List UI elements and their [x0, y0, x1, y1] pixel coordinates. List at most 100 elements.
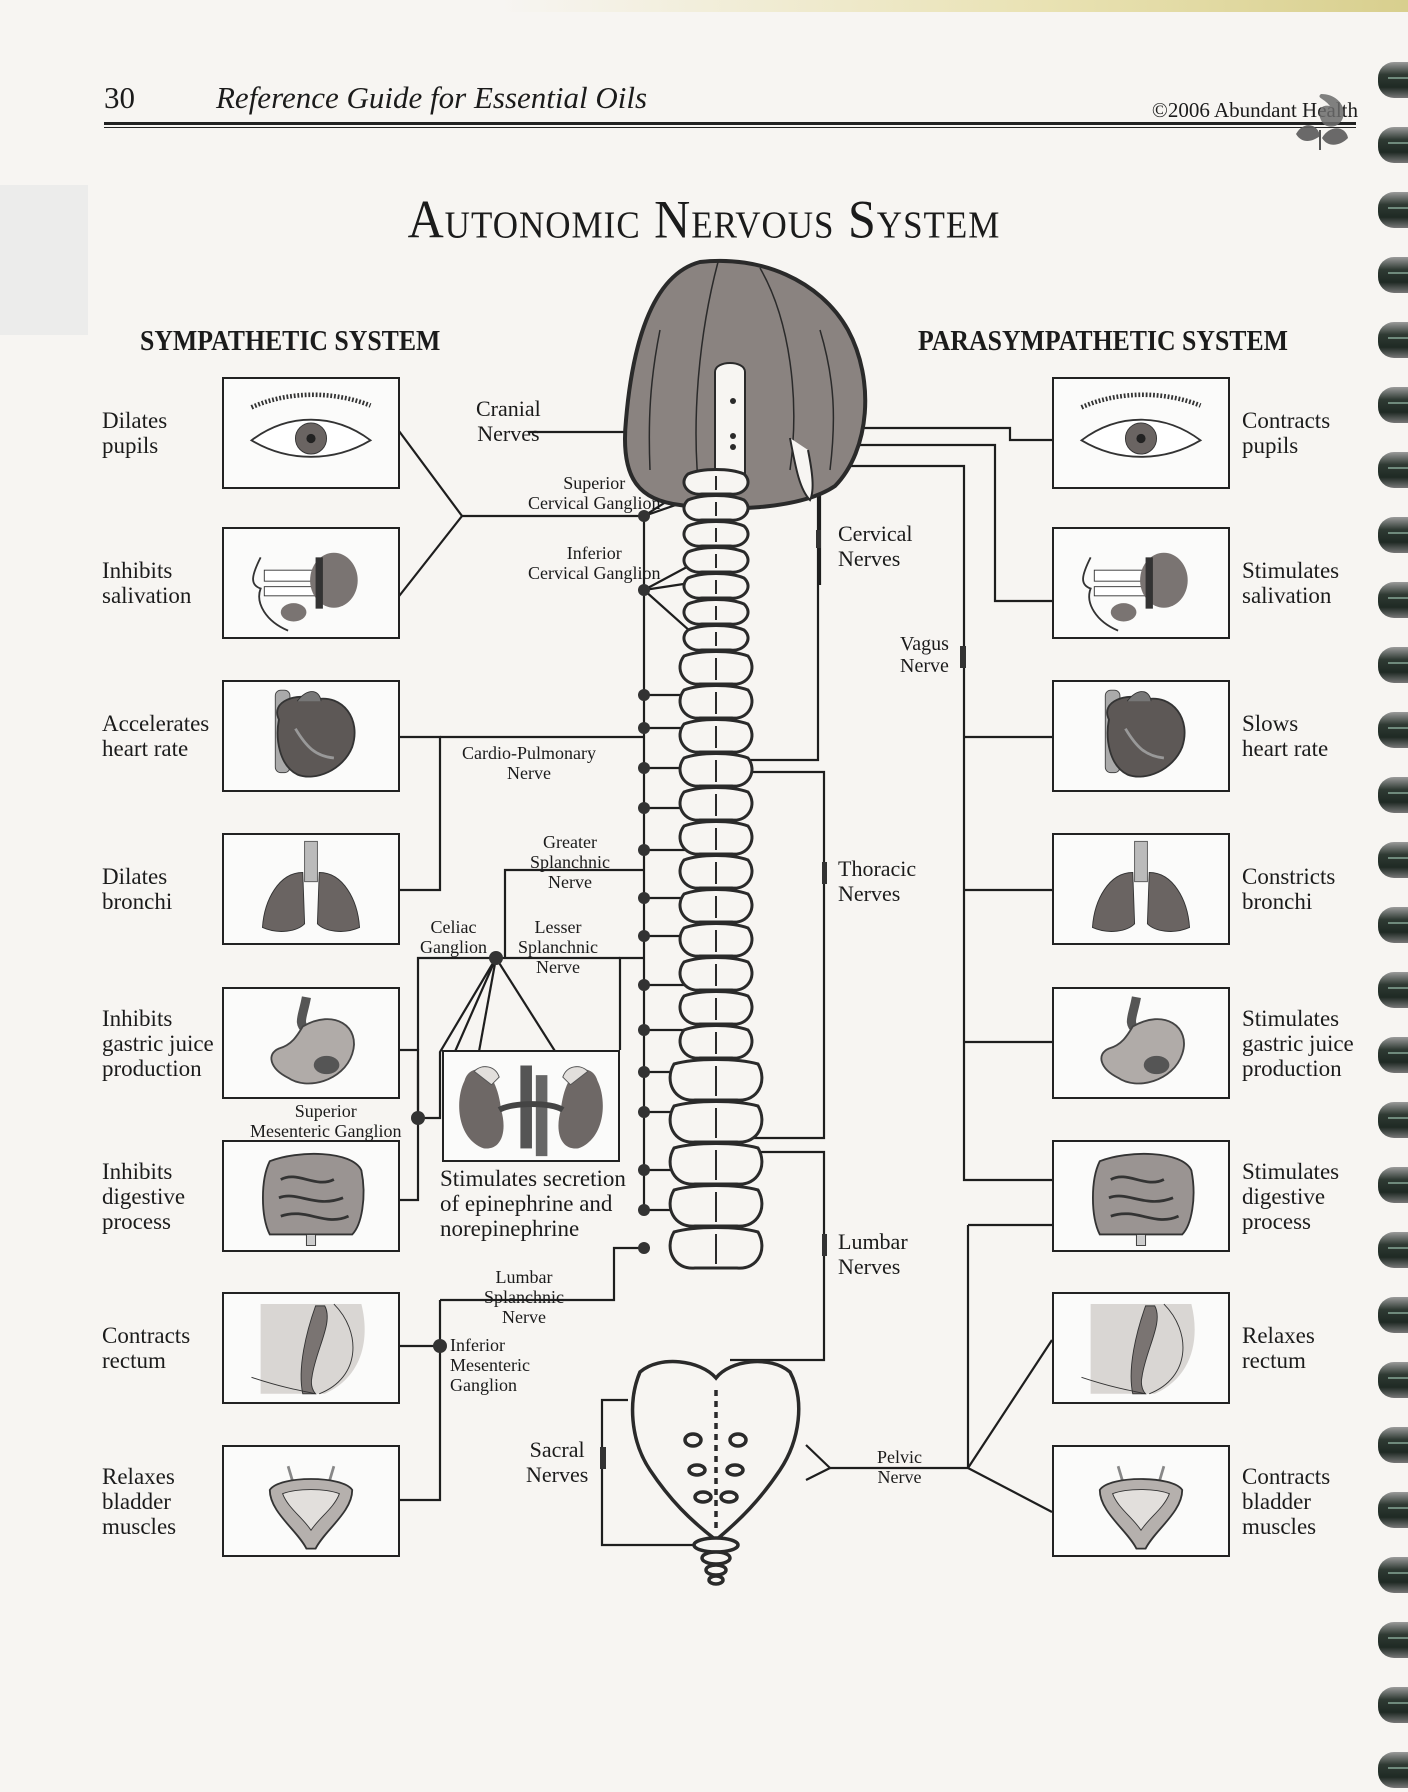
effect-label-line: pupils	[1242, 433, 1299, 458]
sym-effect-box-3	[222, 833, 400, 945]
effect-label-line: Contracts	[102, 1323, 191, 1348]
adrenal-effect-label: Stimulates secretion of epinephrine and …	[440, 1166, 626, 1241]
para-effect-box-5	[1052, 1140, 1230, 1252]
binding-coil	[1378, 1687, 1408, 1723]
sym-effect-box-5	[222, 1140, 400, 1252]
heart-icon	[1104, 689, 1186, 778]
effect-label-line: bladder	[102, 1488, 171, 1514]
binding-coil	[1378, 1232, 1408, 1268]
para-effect-box-0	[1052, 377, 1230, 489]
sym-effect-box-1	[222, 527, 400, 639]
eye-icon	[1079, 392, 1203, 458]
effect-label-line: bronchi	[1242, 889, 1313, 914]
effect-label-line: Accelerates	[102, 711, 210, 736]
bladder-icon	[268, 1465, 354, 1550]
parasympathetic-heading: PARASYMPATHETIC SYSTEM	[918, 326, 1288, 357]
para-effect-box-3	[1052, 833, 1230, 945]
heart-icon	[274, 689, 356, 778]
binding-coil	[1378, 1622, 1408, 1658]
effect-label-line: Slows	[1242, 711, 1299, 736]
binding-coil	[1378, 582, 1408, 618]
sym-effect-box-4	[222, 987, 400, 1099]
effect-label-line: digestive	[102, 1183, 186, 1209]
binding-coil	[1378, 62, 1408, 98]
binding-coil	[1378, 647, 1408, 683]
binding-coil	[1378, 387, 1408, 423]
page-edge-stain	[500, 0, 1408, 12]
binding-coil	[1378, 192, 1408, 228]
effect-label-line: Stimulates	[1242, 1005, 1340, 1031]
spinal-column-icon	[668, 468, 764, 1270]
effect-label-line: bladder	[1242, 1488, 1311, 1514]
binding-coil	[1378, 777, 1408, 813]
para-effect-box-2	[1052, 680, 1230, 792]
page-title: Autonomic Nervous System	[407, 188, 1001, 250]
rectum-icon	[251, 1303, 365, 1395]
binding-coil	[1378, 1037, 1408, 1073]
eye-icon	[249, 392, 373, 458]
sacrum-icon	[630, 1359, 801, 1586]
stomach-icon	[1100, 996, 1185, 1085]
binding-coil	[1378, 1102, 1408, 1138]
page-number: 30	[104, 80, 135, 115]
effect-label-line: heart rate	[1242, 736, 1329, 761]
binding-coil	[1378, 1427, 1408, 1463]
binding-coil	[1378, 517, 1408, 553]
lungs-icon	[1091, 840, 1191, 932]
effect-label-line: heart rate	[102, 736, 189, 761]
mouth-salivary-gland-icon	[252, 552, 358, 632]
effect-label-line: process	[102, 1208, 171, 1234]
effect-label-line: Dilates	[102, 864, 168, 889]
sym-effect-box-6	[222, 1292, 400, 1404]
binding-coil	[1378, 972, 1408, 1008]
binding-coil	[1378, 1362, 1408, 1398]
book-title: Reference Guide for Essential Oils	[216, 80, 648, 115]
binding-coil	[1378, 1557, 1408, 1593]
effect-label-line: gastric juice	[102, 1030, 214, 1056]
effect-label-line: Inhibits	[102, 1005, 173, 1031]
binding-coil	[1378, 907, 1408, 943]
effect-label-line: Constricts	[1242, 864, 1336, 889]
rectum-icon	[1081, 1303, 1195, 1395]
effect-label-line: salivation	[102, 583, 192, 608]
para-effect-box-7	[1052, 1445, 1230, 1557]
para-effect-box-1	[1052, 527, 1230, 639]
binding-coil	[1378, 1167, 1408, 1203]
effect-label-line: Inhibits	[102, 558, 173, 583]
effect-label-line: rectum	[102, 1348, 166, 1373]
effect-label-line: rectum	[1242, 1348, 1306, 1373]
header-rule-thin	[104, 127, 1356, 128]
para-effect-box-4	[1052, 987, 1230, 1099]
effect-label-line: Inhibits	[102, 1158, 173, 1184]
binding-coil	[1378, 1752, 1408, 1788]
effect-label-line: pupils	[102, 433, 159, 458]
effect-label-line: digestive	[1242, 1183, 1326, 1209]
adrenal-box	[442, 1050, 620, 1162]
binding-coil	[1378, 1297, 1408, 1333]
effect-label-line: bronchi	[102, 889, 173, 914]
stomach-icon	[270, 996, 355, 1085]
